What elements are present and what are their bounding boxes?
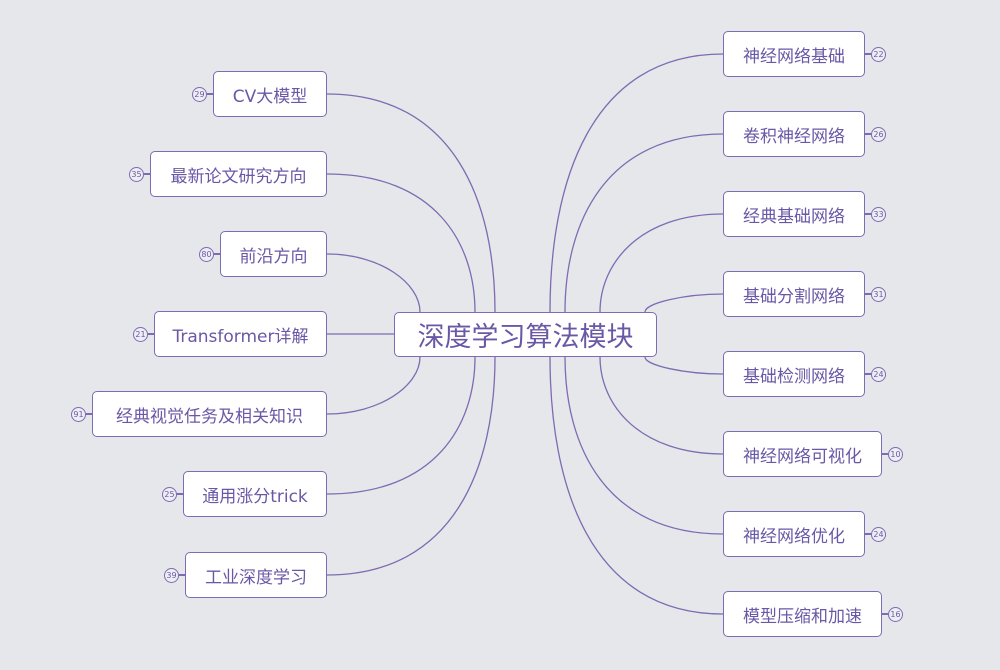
- branch-line: [549, 53, 724, 313]
- subtopic-count-badge[interactable]: 91: [71, 406, 86, 422]
- subtopic-count-badge[interactable]: 26: [871, 126, 886, 142]
- branch-line: [326, 356, 496, 576]
- badge-connector: [86, 413, 92, 415]
- topic-node[interactable]: 基础分割网络: [723, 271, 865, 317]
- branch-line: [644, 356, 724, 375]
- topic-node[interactable]: 经典视觉任务及相关知识: [92, 391, 327, 437]
- branch-line: [326, 173, 476, 313]
- subtopic-count-badge[interactable]: 80: [199, 246, 214, 262]
- branch-line: [564, 356, 724, 535]
- badge-connector: [865, 133, 871, 135]
- subtopic-count-badge[interactable]: 24: [871, 366, 886, 382]
- badge-connector: [179, 574, 185, 576]
- branch-line: [326, 253, 421, 313]
- badge-connector: [207, 93, 213, 95]
- topic-node[interactable]: Transformer详解: [154, 311, 327, 357]
- badge-connector: [214, 253, 220, 255]
- topic-node[interactable]: 神经网络可视化: [723, 431, 882, 477]
- badge-connector: [882, 453, 888, 455]
- subtopic-count-badge[interactable]: 31: [871, 286, 886, 302]
- topic-node[interactable]: 神经网络优化: [723, 511, 865, 557]
- badge-connector: [865, 293, 871, 295]
- subtopic-count-badge[interactable]: 39: [164, 567, 179, 583]
- topic-node[interactable]: 神经网络基础: [723, 31, 865, 77]
- topic-node[interactable]: 通用涨分trick: [183, 471, 327, 517]
- branch-line: [326, 356, 421, 415]
- badge-connector: [148, 333, 154, 335]
- topic-node[interactable]: 卷积神经网络: [723, 111, 865, 157]
- badge-connector: [177, 493, 183, 495]
- subtopic-count-badge[interactable]: 10: [888, 446, 903, 462]
- branch-line: [564, 133, 724, 313]
- subtopic-count-badge[interactable]: 33: [871, 206, 886, 222]
- subtopic-count-badge[interactable]: 24: [871, 526, 886, 542]
- topic-node[interactable]: 工业深度学习: [185, 552, 327, 598]
- root-topic[interactable]: 深度学习算法模块: [394, 312, 657, 357]
- branch-line: [599, 213, 724, 313]
- subtopic-count-badge[interactable]: 35: [129, 166, 144, 182]
- branch-line: [549, 356, 724, 615]
- badge-connector: [144, 173, 150, 175]
- subtopic-count-badge[interactable]: 25: [162, 486, 177, 502]
- subtopic-count-badge[interactable]: 22: [871, 46, 886, 62]
- branch-line: [326, 93, 496, 313]
- topic-node[interactable]: CV大模型: [213, 71, 327, 117]
- branch-line: [326, 356, 476, 495]
- topic-node[interactable]: 基础检测网络: [723, 351, 865, 397]
- topic-node[interactable]: 模型压缩和加速: [723, 591, 882, 637]
- subtopic-count-badge[interactable]: 16: [888, 606, 903, 622]
- subtopic-count-badge[interactable]: 29: [192, 86, 207, 102]
- badge-connector: [865, 373, 871, 375]
- badge-connector: [882, 613, 888, 615]
- topic-node[interactable]: 前沿方向: [220, 231, 327, 277]
- badge-connector: [865, 53, 871, 55]
- topic-node[interactable]: 经典基础网络: [723, 191, 865, 237]
- subtopic-count-badge[interactable]: 21: [133, 326, 148, 342]
- topic-node[interactable]: 最新论文研究方向: [150, 151, 327, 197]
- branch-line: [644, 293, 724, 313]
- badge-connector: [865, 213, 871, 215]
- badge-connector: [865, 533, 871, 535]
- branch-line: [599, 356, 724, 455]
